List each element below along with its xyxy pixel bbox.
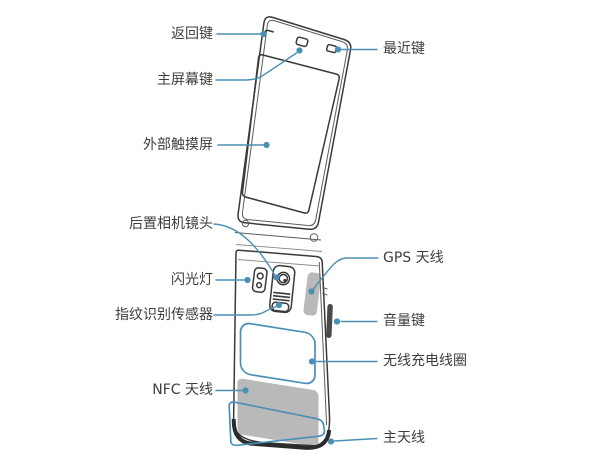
antenna-fill-regions <box>237 272 322 447</box>
nfc-antenna-region <box>237 378 319 447</box>
callout-label-nfc-antenna: NFC 天线 <box>152 382 213 398</box>
flip-bezel-line <box>241 19 349 227</box>
dot-nfc-antenna <box>242 387 249 394</box>
dot-fingerprint <box>275 301 283 309</box>
callout-label-rear-camera-lens: 后置相机镜头 <box>129 216 213 232</box>
hinge-line-lower <box>235 244 323 252</box>
body-top-inner-line <box>237 259 321 267</box>
dot-gps-antenna <box>308 288 315 295</box>
flash-led-bottom <box>255 282 263 289</box>
dot-back-key <box>260 30 267 38</box>
hinge-cap-left <box>241 219 250 228</box>
flash-led-top <box>256 272 264 280</box>
dot-volume-key <box>333 318 341 325</box>
callout-label-main-antenna: 主天线 <box>383 430 425 446</box>
callout-label-wireless-charging-coil: 无线充电线圈 <box>383 353 467 369</box>
volume-key-button <box>326 304 333 338</box>
dot-external-touchscreen <box>263 141 270 149</box>
callout-dots <box>242 30 342 445</box>
hinge-line-upper <box>234 232 322 241</box>
dot-flash <box>244 276 251 284</box>
dot-home-key <box>296 47 303 54</box>
camera-lens-dot <box>283 278 287 282</box>
flip-outer-outline <box>237 16 352 231</box>
main-antenna-outline <box>228 401 326 447</box>
dot-wireless-coil <box>308 358 316 365</box>
flash-module <box>251 267 268 293</box>
callout-label-flash: 闪光灯 <box>171 272 213 288</box>
home-key-icon <box>295 36 309 48</box>
callout-label-external-touchscreen: 外部触摸屏 <box>143 137 213 153</box>
right-edge-seam <box>322 287 328 296</box>
leader-fingerprint <box>213 305 278 316</box>
leader-rear-camera <box>213 223 276 276</box>
callout-label-gps-antenna: GPS 天线 <box>383 250 444 266</box>
callout-label-home-key: 主屏幕键 <box>157 72 213 88</box>
dot-rear-camera <box>273 274 280 281</box>
phone-top-half <box>234 16 352 252</box>
leader-main-antenna <box>333 437 378 442</box>
callout-label-fingerprint-sensor: 指纹识别传感器 <box>115 307 213 323</box>
right-edge-inner-line <box>318 261 328 426</box>
dot-main-antenna <box>327 438 335 445</box>
callout-leader-lines <box>213 33 379 442</box>
hinge-cap-right <box>309 233 319 242</box>
bottom-bumper <box>231 418 332 450</box>
dot-recents-key <box>334 46 342 53</box>
callout-label-recents-key: 最近键 <box>383 41 425 57</box>
callout-label-back-key: 返回键 <box>171 26 213 42</box>
callout-label-volume-key: 音量键 <box>383 313 425 329</box>
leader-home-key <box>215 52 298 81</box>
leader-gps-antenna <box>312 257 379 290</box>
wireless-coil-outline <box>239 322 316 385</box>
fingerprint-stripes <box>272 291 291 302</box>
external-screen <box>241 54 340 214</box>
